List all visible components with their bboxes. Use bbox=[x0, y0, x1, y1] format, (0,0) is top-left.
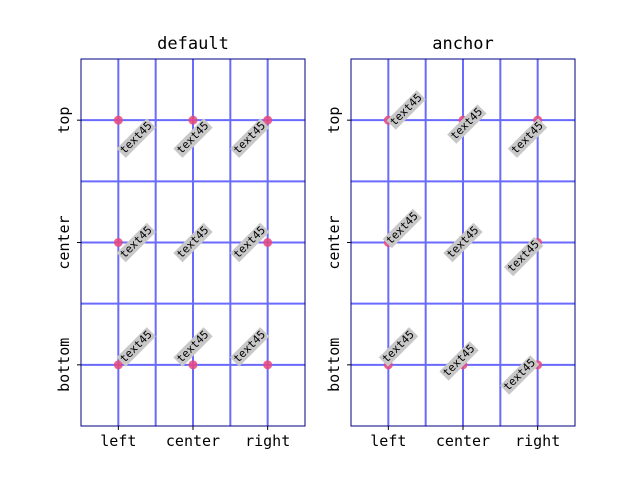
text-label: text45 bbox=[386, 90, 426, 130]
text-label-text: text45 bbox=[117, 328, 154, 365]
text-label-box bbox=[443, 222, 483, 263]
text-label-box bbox=[116, 118, 156, 158]
y-tick-label: center bbox=[325, 215, 343, 269]
text-label-box bbox=[386, 90, 426, 130]
text-label: text45 bbox=[500, 355, 540, 395]
text-label-box bbox=[507, 118, 548, 158]
text-label-box bbox=[173, 222, 213, 263]
text-label-text: text45 bbox=[448, 105, 485, 142]
text-label-text: text45 bbox=[501, 356, 538, 393]
x-tick-label: right bbox=[515, 432, 560, 450]
text-label: text45 bbox=[439, 341, 479, 381]
text-label-box bbox=[116, 327, 156, 367]
anchor-point bbox=[263, 115, 273, 125]
text-label-box bbox=[447, 104, 487, 144]
anchor-point bbox=[113, 115, 123, 125]
y-tick-label: top bbox=[55, 107, 73, 134]
anchor-point bbox=[188, 360, 198, 370]
x-tick-label: center bbox=[436, 432, 490, 450]
text-label: text45 bbox=[116, 118, 156, 158]
text-label-box bbox=[500, 355, 540, 395]
panel-title: default bbox=[157, 34, 229, 54]
text-label: text45 bbox=[447, 104, 487, 144]
y-tick-label: bottom bbox=[325, 338, 343, 392]
y-tick-label: center bbox=[55, 215, 73, 269]
text-label-text: text45 bbox=[509, 119, 546, 156]
panel-default: default left center right bottom center top tex… bbox=[55, 34, 306, 450]
y-tick-label: bottom bbox=[55, 338, 73, 392]
text-label-text: text45 bbox=[231, 119, 268, 156]
x-tick-label: left bbox=[100, 432, 136, 450]
text-label: text45 bbox=[116, 327, 156, 367]
text-label-text: text45 bbox=[231, 328, 268, 365]
x-tick-label: right bbox=[245, 432, 290, 450]
text-label-box bbox=[173, 327, 213, 367]
text-label: text45 bbox=[378, 327, 419, 367]
text-label-box bbox=[230, 118, 270, 158]
text-label-box bbox=[382, 208, 423, 249]
text-label-text: text45 bbox=[440, 342, 477, 379]
panel-title: anchor bbox=[432, 34, 493, 54]
text-label-box bbox=[173, 118, 213, 158]
x-tick-label: left bbox=[370, 432, 406, 450]
text-label-box bbox=[439, 341, 479, 381]
text-label-text: text45 bbox=[387, 91, 424, 128]
anchor-point bbox=[113, 238, 123, 247]
text-label-box bbox=[116, 222, 156, 263]
text-label-box bbox=[378, 327, 419, 367]
x-tick-label: center bbox=[166, 432, 220, 450]
anchor-point bbox=[263, 360, 273, 370]
anchor-point bbox=[188, 115, 198, 125]
text-label-box bbox=[230, 222, 270, 263]
y-tick-label: top bbox=[325, 107, 343, 134]
anchor-point bbox=[263, 238, 273, 247]
text-label-text: text45 bbox=[117, 119, 154, 156]
text-label: text45 bbox=[230, 327, 270, 367]
text-label: text45 bbox=[230, 118, 270, 158]
panel-anchor: anchor left center right bottom center top text… bbox=[325, 34, 576, 450]
text-label-text: text45 bbox=[380, 328, 417, 365]
anchor-point bbox=[113, 360, 123, 370]
text-label: text45 bbox=[507, 118, 548, 158]
text-label-box bbox=[503, 236, 544, 277]
text-label-box bbox=[230, 327, 270, 367]
